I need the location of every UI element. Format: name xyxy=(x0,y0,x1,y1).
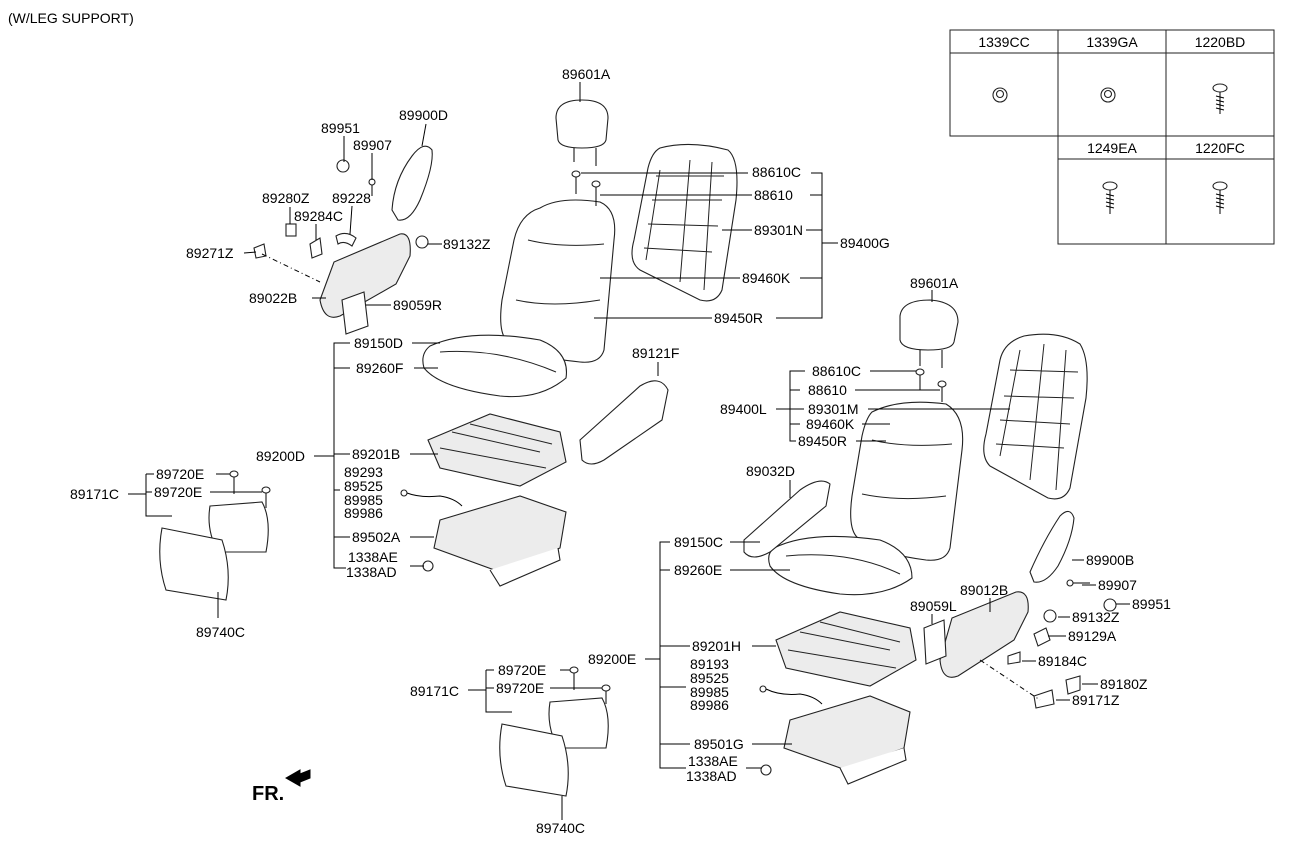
part-labels: 89601A 89951 89900D 89907 89280Z 89228 8… xyxy=(70,66,1171,836)
part-label-89525: 89525 xyxy=(344,478,383,494)
part-label-89502a: 89502A xyxy=(352,529,401,545)
part-label-89284c: 89284C xyxy=(294,208,343,224)
table-header-1339ga: 1339GA xyxy=(1086,34,1138,50)
part-label-89740c: 89740C xyxy=(536,820,585,836)
left-seat-drawings xyxy=(159,99,738,601)
right-seat-drawings xyxy=(499,299,1117,797)
part-label-89740c: 89740C xyxy=(196,624,245,640)
table-header-1249ea: 1249EA xyxy=(1087,140,1137,156)
part-label-89171z: 89171Z xyxy=(1072,692,1120,708)
part-label-89951: 89951 xyxy=(321,120,360,136)
leader-lines xyxy=(128,82,1130,820)
part-label-89985: 89985 xyxy=(690,684,729,700)
part-label-89601a: 89601A xyxy=(562,66,611,82)
part-label-89720e: 89720E xyxy=(496,680,544,696)
part-label-89201h: 89201H xyxy=(692,638,741,654)
part-label-89400g: 89400G xyxy=(840,235,890,251)
part-label-89460k: 89460K xyxy=(806,416,855,432)
table-header-1220bd: 1220BD xyxy=(1195,34,1246,50)
part-label-89059r: 89059R xyxy=(393,297,442,313)
part-label-89280z: 89280Z xyxy=(262,190,310,206)
fastener-table: 1339CC 1339GA 1220BD 1249EA 1220FC xyxy=(949,29,1275,245)
part-label-89260f: 89260F xyxy=(356,360,403,376)
front-arrow-icon xyxy=(284,769,311,787)
table-header-1220fc: 1220FC xyxy=(1195,140,1245,156)
part-label-89271z: 89271Z xyxy=(186,245,234,261)
part-label-89301m: 89301M xyxy=(808,401,859,417)
part-label-89200d: 89200D xyxy=(256,448,305,464)
part-label-89986: 89986 xyxy=(690,697,729,713)
part-label-89132z: 89132Z xyxy=(443,236,491,252)
part-label-88610c: 88610C xyxy=(752,164,801,180)
part-label-89301n: 89301N xyxy=(754,222,803,238)
part-label-88610c: 88610C xyxy=(812,363,861,379)
part-label-89193: 89193 xyxy=(690,656,729,672)
part-label-1338ad: 1338AD xyxy=(686,768,737,784)
part-label-88610: 88610 xyxy=(754,187,793,203)
part-label-89951: 89951 xyxy=(1132,596,1171,612)
part-label-89525: 89525 xyxy=(690,670,729,686)
part-label-89460k: 89460K xyxy=(742,270,791,286)
part-label-89450r: 89450R xyxy=(798,433,847,449)
part-label-89907: 89907 xyxy=(353,137,392,153)
part-label-89150d: 89150D xyxy=(354,335,403,351)
part-label-89986: 89986 xyxy=(344,505,383,521)
front-label: FR. xyxy=(252,783,284,805)
part-label-89228: 89228 xyxy=(332,190,371,206)
part-label-89293: 89293 xyxy=(344,464,383,480)
part-label-89150c: 89150C xyxy=(674,534,723,550)
part-label-89012b: 89012B xyxy=(960,582,1008,598)
part-label-89171c: 89171C xyxy=(70,486,119,502)
part-label-89501g: 89501G xyxy=(694,736,744,752)
part-label-89720e: 89720E xyxy=(154,484,202,500)
page-title: (W/LEG SUPPORT) xyxy=(8,10,134,26)
part-label-1338ae: 1338AE xyxy=(348,549,398,565)
part-label-89184c: 89184C xyxy=(1038,653,1087,669)
part-label-89201b: 89201B xyxy=(352,446,400,462)
part-label-89022b: 89022B xyxy=(249,290,297,306)
part-label-89720e: 89720E xyxy=(156,466,204,482)
nut-icon xyxy=(1100,87,1116,103)
part-label-89450r: 89450R xyxy=(714,310,763,326)
part-label-89180z: 89180Z xyxy=(1100,676,1148,692)
part-label-89720e: 89720E xyxy=(498,662,546,678)
screw-icon xyxy=(1102,181,1118,214)
part-label-89200e: 89200E xyxy=(588,651,636,667)
part-label-89900b: 89900B xyxy=(1086,552,1134,568)
table-header-1339cc: 1339CC xyxy=(978,34,1029,50)
part-label-89985: 89985 xyxy=(344,492,383,508)
part-label-89900d: 89900D xyxy=(399,107,448,123)
part-label-89132z: 89132Z xyxy=(1072,609,1120,625)
screw-icon xyxy=(1212,181,1228,214)
part-label-89260e: 89260E xyxy=(674,562,722,578)
part-label-89907: 89907 xyxy=(1098,577,1137,593)
part-label-89032d: 89032D xyxy=(746,463,795,479)
part-label-89601a: 89601A xyxy=(910,275,959,291)
part-label-89121f: 89121F xyxy=(632,345,679,361)
front-direction-indicator: FR. xyxy=(252,769,311,805)
part-label-88610: 88610 xyxy=(808,382,847,398)
part-label-89059l: 89059L xyxy=(910,598,957,614)
part-label-89129a: 89129A xyxy=(1068,628,1117,644)
part-label-89171c: 89171C xyxy=(410,683,459,699)
part-label-1338ae: 1338AE xyxy=(688,753,738,769)
part-label-1338ad: 1338AD xyxy=(346,564,397,580)
screw-icon xyxy=(1212,83,1228,114)
nut-icon xyxy=(992,87,1008,103)
part-label-89400l: 89400L xyxy=(720,401,767,417)
